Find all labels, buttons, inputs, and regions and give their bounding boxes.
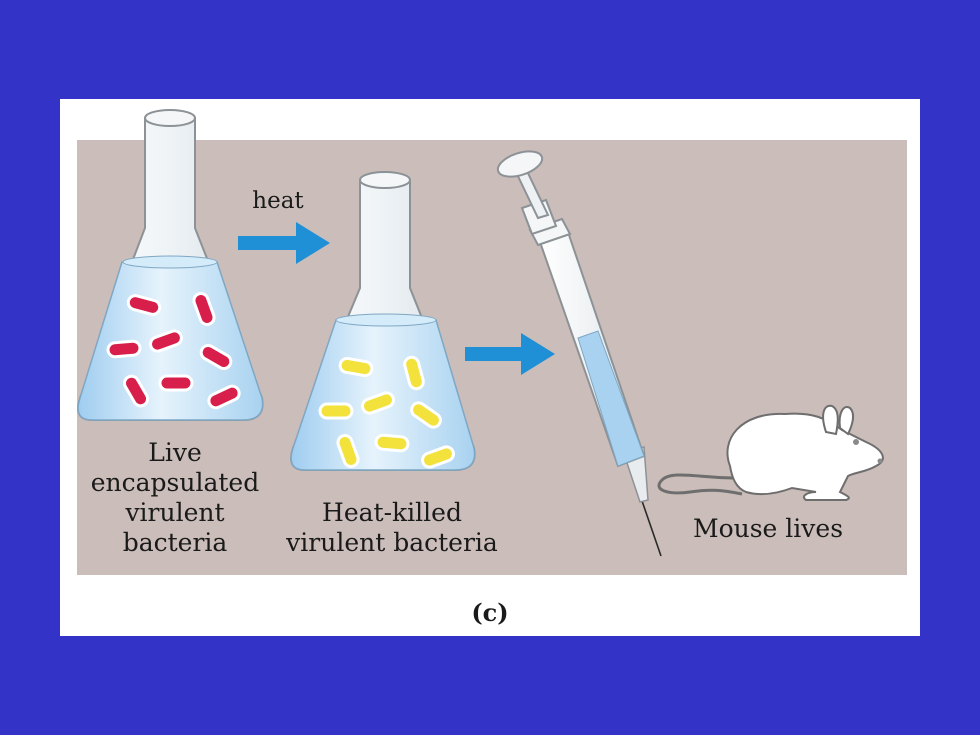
live-bacteria-cells (106, 292, 241, 410)
mouse (657, 404, 884, 501)
killed-bacteria-cells (318, 355, 455, 469)
live-bacteria-label: Live encapsulated virulent bacteria (90, 438, 260, 557)
heat-killed-bacteria-label: Heat-killed virulent bacteria (286, 498, 498, 557)
inject-arrow (465, 333, 555, 375)
flask-heat-killed-bacteria (290, 171, 476, 471)
syringe (496, 150, 662, 557)
figure-caption: (c) (471, 598, 509, 627)
flask-live-bacteria (77, 109, 264, 421)
mouse-lives-label: Mouse lives (692, 514, 844, 543)
heat-arrow (238, 222, 330, 264)
heat-label: heat (252, 188, 304, 214)
